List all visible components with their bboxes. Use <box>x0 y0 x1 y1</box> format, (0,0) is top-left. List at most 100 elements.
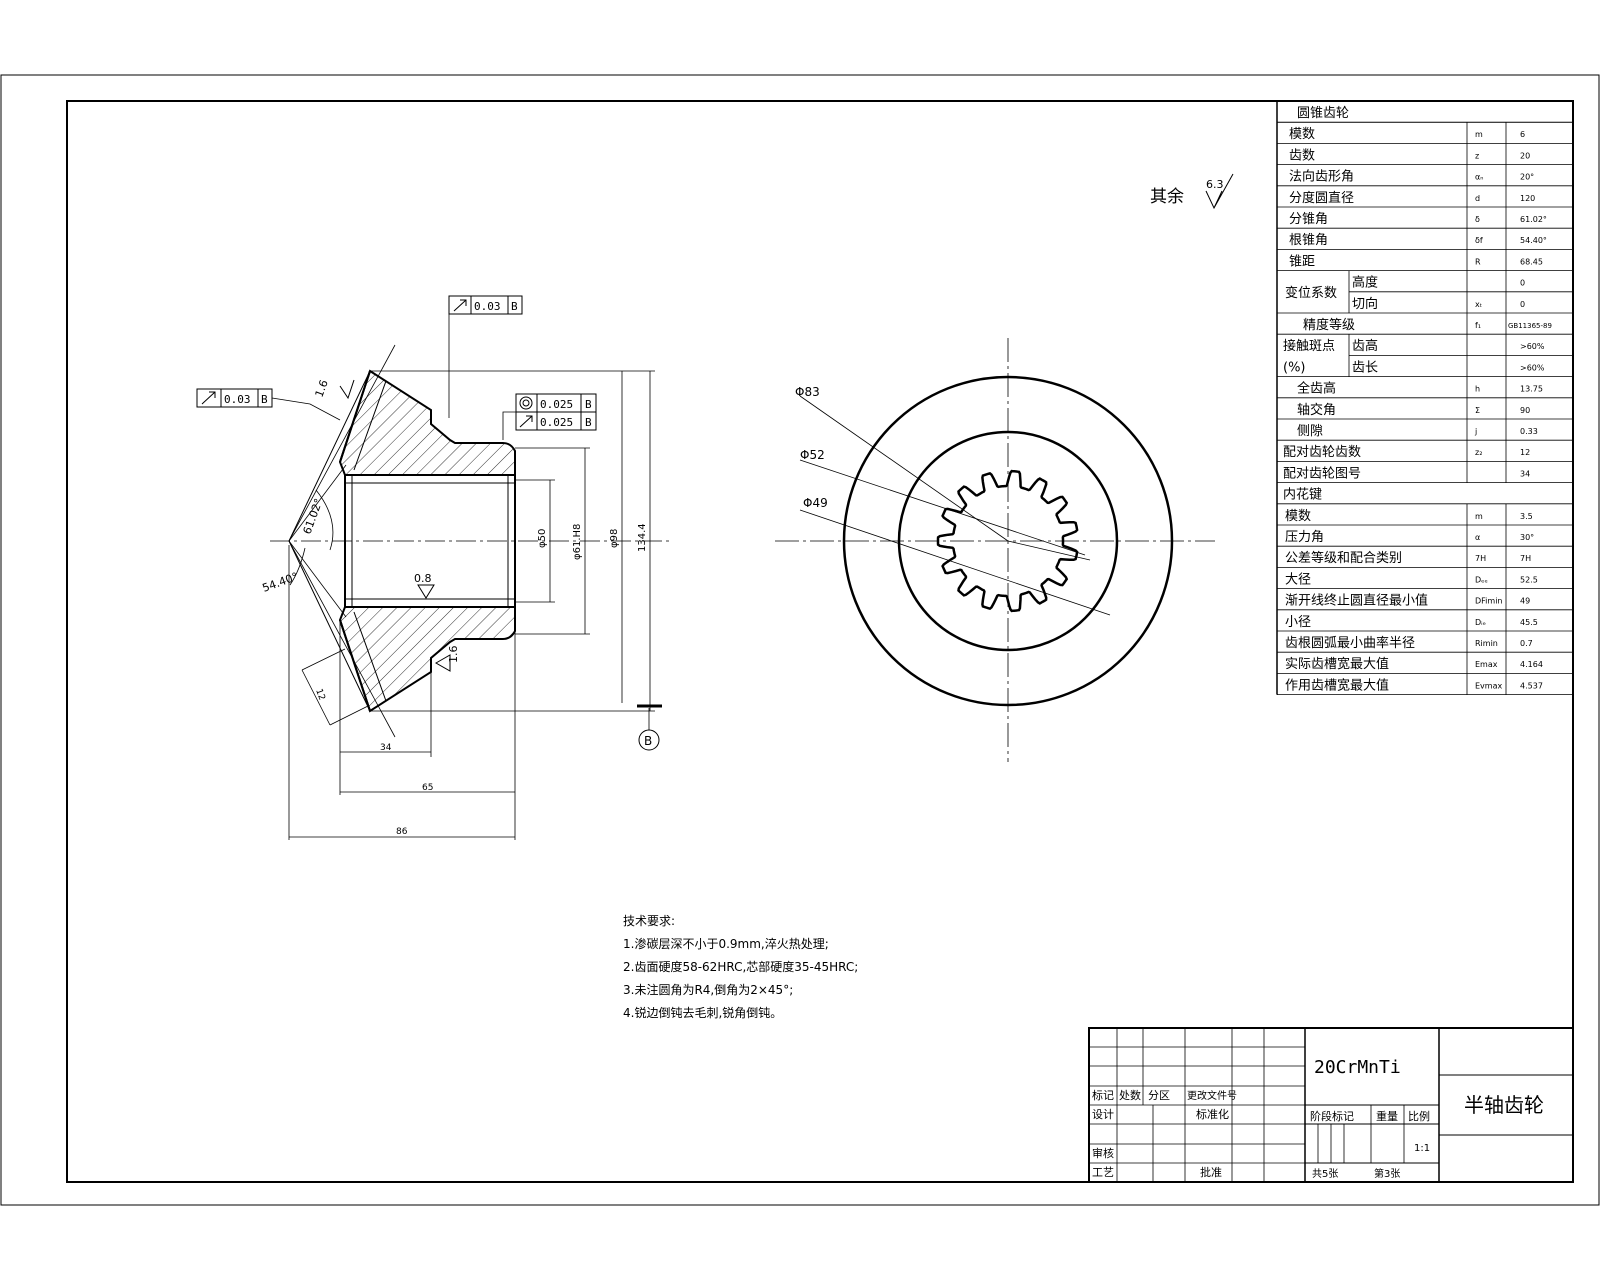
svg-text:1.6: 1.6 <box>447 646 460 664</box>
param-label: 接触斑点 <box>1283 338 1335 354</box>
param-value: 68.45 <box>1520 257 1543 266</box>
svg-text:标记: 标记 <box>1092 1088 1114 1102</box>
svg-text:65: 65 <box>422 783 433 793</box>
svg-text:分区: 分区 <box>1148 1089 1170 1102</box>
svg-text:φ50: φ50 <box>537 529 548 548</box>
param-label: 锥距 <box>1289 254 1315 269</box>
param-label: 齿数 <box>1289 148 1315 163</box>
param-symbol: Dᵢₑ <box>1475 618 1486 627</box>
param-symbol: j <box>1474 427 1477 436</box>
param-value: 49 <box>1520 597 1530 606</box>
param-value: 13.75 <box>1520 385 1543 394</box>
internal-spline <box>936 469 1079 613</box>
svg-text:4.锐边倒钝去毛刺,锐角倒钝。: 4.锐边倒钝去毛刺,锐角倒钝。 <box>623 1006 782 1020</box>
svg-text:0.025: 0.025 <box>540 398 573 411</box>
param-value: >60% <box>1520 342 1545 351</box>
param-label: 小径 <box>1285 615 1311 630</box>
svg-text:φ61.H8: φ61.H8 <box>572 524 583 560</box>
svg-text:3.未注圆角为R4,倒角为2×45°;: 3.未注圆角为R4,倒角为2×45°; <box>623 982 793 997</box>
svg-text:B: B <box>585 416 592 429</box>
param-symbol: h <box>1475 385 1480 394</box>
svg-text:共5张: 共5张 <box>1312 1168 1338 1180</box>
svg-text:B: B <box>644 734 652 748</box>
svg-text:B: B <box>261 393 268 406</box>
param-label: 模数 <box>1289 127 1315 142</box>
material: 20CrMnTi <box>1314 1057 1401 1078</box>
param-symbol: xₜ <box>1475 300 1482 309</box>
part-name: 半轴齿轮 <box>1464 1093 1544 1117</box>
param-value: GB11365-89 <box>1508 322 1552 330</box>
param-symbol: δ <box>1475 215 1480 224</box>
param-symbol: d <box>1475 194 1480 203</box>
svg-text:Φ83: Φ83 <box>795 385 820 399</box>
param-label: 法向齿形角 <box>1289 169 1354 185</box>
param-label: 全齿高 <box>1297 381 1336 397</box>
coaxiality-frames: 0.025 B 0.025 B <box>502 393 597 440</box>
front-view: Φ83 Φ52 Φ49 <box>775 338 1215 762</box>
param-label: 压力角 <box>1285 530 1324 545</box>
svg-text:重量: 重量 <box>1376 1109 1398 1123</box>
svg-text:B: B <box>585 398 592 411</box>
svg-text:φ98: φ98 <box>609 529 620 548</box>
param-value: 6 <box>1520 130 1525 139</box>
param-symbol: Σ <box>1475 406 1480 415</box>
param-value: 34 <box>1520 469 1530 478</box>
svg-text:1.6: 1.6 <box>313 378 331 399</box>
table-subtitle: 内花键 <box>1283 487 1322 503</box>
svg-text:0.8: 0.8 <box>414 572 432 585</box>
param-label: 齿根圆弧最小曲率半径 <box>1285 635 1415 651</box>
param-value: 20° <box>1520 173 1534 182</box>
param-value: 0.33 <box>1520 427 1538 436</box>
runout-frame-left: 0.03 B <box>196 388 341 421</box>
param-symbol: z₂ <box>1475 448 1482 457</box>
svg-text:第3张: 第3张 <box>1374 1167 1400 1180</box>
svg-text:134.4: 134.4 <box>637 523 648 552</box>
param-label: 分锥角 <box>1289 212 1328 227</box>
param-symbol: R <box>1475 257 1481 266</box>
param-value: 4.537 <box>1520 681 1543 690</box>
runout-frame-top: 0.03 B <box>448 295 523 418</box>
svg-text:设计: 设计 <box>1092 1108 1114 1121</box>
param-sublabel: 切向 <box>1352 296 1378 312</box>
param-symbol: Evmax <box>1475 681 1502 690</box>
param-value: 30° <box>1520 533 1534 542</box>
svg-text:处数: 处数 <box>1119 1089 1141 1102</box>
param-symbol: α <box>1475 533 1480 542</box>
svg-text:批准: 批准 <box>1200 1165 1222 1179</box>
param-label: 公差等级和配合类别 <box>1285 550 1402 566</box>
param-label: 实际齿槽宽最大值 <box>1285 656 1389 672</box>
param-label: 分度圆直径 <box>1289 190 1354 206</box>
param-value: 52.5 <box>1520 575 1538 584</box>
param-symbol: Emax <box>1475 660 1498 669</box>
svg-text:0.03: 0.03 <box>224 393 251 406</box>
param-label: 模数 <box>1285 509 1311 524</box>
svg-text:B: B <box>511 300 518 313</box>
technical-requirements: 技术要求: 1.渗碳层深不小于0.9mm,淬火热处理; 2.齿面硬度58-62H… <box>623 914 858 1020</box>
svg-text:技术要求:: 技术要求: <box>623 914 675 928</box>
svg-text:2.齿面硬度58-62HRC,芯部硬度35-45HRC;: 2.齿面硬度58-62HRC,芯部硬度35-45HRC; <box>623 959 858 974</box>
svg-text:54.40°: 54.40° <box>261 570 300 595</box>
param-label: 作用齿槽宽最大值 <box>1285 677 1389 693</box>
param-symbol: z <box>1475 151 1479 160</box>
param-value: 20 <box>1520 151 1530 160</box>
svg-text:比例: 比例 <box>1408 1109 1430 1123</box>
param-symbol: Rimin <box>1475 639 1498 648</box>
param-sublabel: 齿长 <box>1352 360 1378 375</box>
param-label: 精度等级 <box>1303 317 1355 333</box>
param-value: 54.40° <box>1520 236 1547 245</box>
svg-text:Φ52: Φ52 <box>800 448 825 462</box>
svg-text:工艺: 工艺 <box>1092 1166 1114 1179</box>
param-value: 90 <box>1520 406 1530 415</box>
param-label: 根锥角 <box>1289 233 1328 248</box>
svg-text:审核: 审核 <box>1092 1146 1114 1160</box>
param-value: 45.5 <box>1520 618 1538 627</box>
svg-text:6.3: 6.3 <box>1206 178 1224 191</box>
param-value: 3.5 <box>1520 512 1533 521</box>
param-label: 变位系数 <box>1285 285 1337 301</box>
param-label: 配对齿轮齿数 <box>1283 445 1361 460</box>
param-symbol: 7H <box>1475 554 1486 563</box>
svg-text:0.03: 0.03 <box>474 300 501 313</box>
param-sublabel: 齿高 <box>1352 338 1378 354</box>
